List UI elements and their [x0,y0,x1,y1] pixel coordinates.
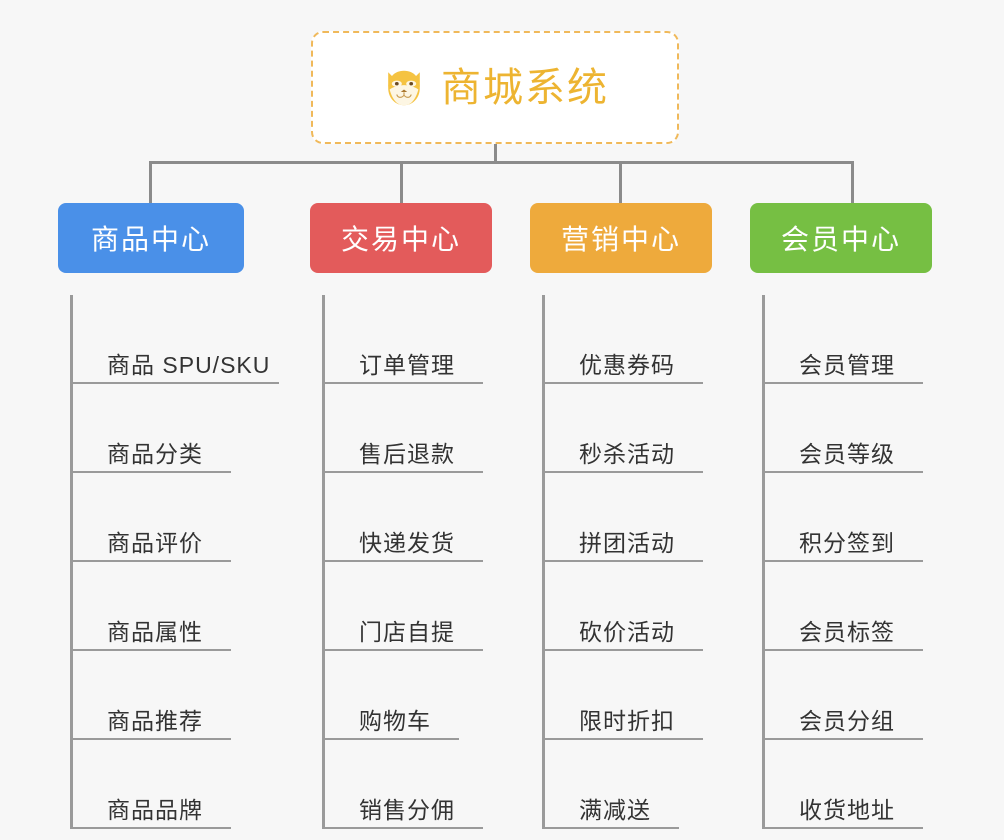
sub-item-label: 收货地址 [799,797,895,824]
sub-item[interactable]: 秒杀活动 [545,384,703,473]
sub-item[interactable]: 会员分组 [765,651,923,740]
sub-item[interactable]: 购物车 [325,651,459,740]
sub-item-label: 会员标签 [799,619,895,646]
category-column-营销中心: 营销中心 优惠券码 秒杀活动 拼团活动 砍价活动 限时折扣 满减送 [530,203,776,829]
connector-horizontal-bus [149,161,854,164]
sub-item-label: 会员分组 [799,708,895,735]
sub-item[interactable]: 会员标签 [765,562,923,651]
sub-item-label: 商品属性 [107,619,203,646]
category-header-label: 会员中心 [780,224,901,255]
sub-item[interactable]: 门店自提 [325,562,483,651]
sub-item[interactable]: 快递发货 [325,473,483,562]
sub-item-label: 订单管理 [359,352,455,379]
sub-item[interactable]: 优惠券码 [545,295,703,384]
category-header-2[interactable]: 交易中心 [310,203,492,273]
category-column-交易中心: 交易中心 订单管理 售后退款 快递发货 门店自提 购物车 销售分佣 [310,203,556,829]
sub-item-list-1: 商品 SPU/SKU 商品分类 商品评价 商品属性 商品推荐 商品品牌 [70,295,304,829]
sub-item-label: 商品品牌 [107,797,203,824]
connector-drop-4 [851,161,854,205]
sub-item-label: 优惠券码 [579,352,675,379]
sub-item-label: 满减送 [579,797,651,824]
category-column-会员中心: 会员中心 会员管理 会员等级 积分签到 会员标签 会员分组 收货地址 [750,203,996,829]
sub-item-label: 限时折扣 [579,708,675,735]
sub-item-label: 购物车 [359,708,431,735]
category-header-label: 营销中心 [560,224,681,255]
category-header-3[interactable]: 营销中心 [530,203,712,273]
sub-item-list-3: 优惠券码 秒杀活动 拼团活动 砍价活动 限时折扣 满减送 [542,295,776,829]
sub-item[interactable]: 售后退款 [325,384,483,473]
connector-drop-2 [400,161,403,205]
sub-item[interactable]: 商品推荐 [73,651,231,740]
sub-item[interactable]: 积分签到 [765,473,923,562]
sub-item-list-4: 会员管理 会员等级 积分签到 会员标签 会员分组 收货地址 [762,295,996,829]
category-header-label: 交易中心 [340,224,461,255]
sub-item[interactable]: 满减送 [545,740,679,829]
connector-drop-1 [149,161,152,205]
shiba-dog-face-icon [388,70,420,105]
sub-item-label: 销售分佣 [359,797,455,824]
sub-item[interactable]: 砍价活动 [545,562,703,651]
sub-item-label: 商品分类 [107,441,203,468]
sub-item-label: 商品评价 [107,530,203,557]
sub-item[interactable]: 销售分佣 [325,740,483,829]
sub-item[interactable]: 商品评价 [73,473,231,562]
sub-item-label: 商品 SPU/SKU [107,352,271,379]
sub-item-label: 会员管理 [799,352,895,379]
sub-item-label: 售后退款 [359,441,455,468]
sub-item[interactable]: 商品 SPU/SKU [73,295,279,384]
sub-item[interactable]: 拼团活动 [545,473,703,562]
category-header-1[interactable]: 商品中心 [58,203,244,273]
sub-item[interactable]: 会员管理 [765,295,923,384]
root-node[interactable]: 商城系统 [311,31,679,144]
sub-item-label: 会员等级 [799,441,895,468]
category-header-label: 商品中心 [90,224,211,255]
sub-item-label: 秒杀活动 [579,441,675,468]
sub-item[interactable]: 订单管理 [325,295,483,384]
sub-item[interactable]: 商品品牌 [73,740,231,829]
category-column-商品中心: 商品中心 商品 SPU/SKU 商品分类 商品评价 商品属性 商品推荐 商品品牌 [58,203,304,829]
sub-item[interactable]: 商品属性 [73,562,231,651]
sub-item-label: 商品推荐 [107,708,203,735]
sub-item-label: 积分签到 [799,530,895,557]
sub-item[interactable]: 商品分类 [73,384,231,473]
sub-item-label: 门店自提 [359,619,455,646]
connector-root-stem [494,144,497,163]
connector-drop-3 [619,161,622,205]
sub-item[interactable]: 收货地址 [765,740,923,829]
sub-item-label: 快递发货 [359,530,455,557]
sub-item[interactable]: 限时折扣 [545,651,703,740]
root-title: 商城系统 [441,65,609,110]
sub-item-list-2: 订单管理 售后退款 快递发货 门店自提 购物车 销售分佣 [322,295,556,829]
category-header-4[interactable]: 会员中心 [750,203,932,273]
sub-item-label: 砍价活动 [579,619,675,646]
sub-item-label: 拼团活动 [579,530,675,557]
sub-item[interactable]: 会员等级 [765,384,923,473]
